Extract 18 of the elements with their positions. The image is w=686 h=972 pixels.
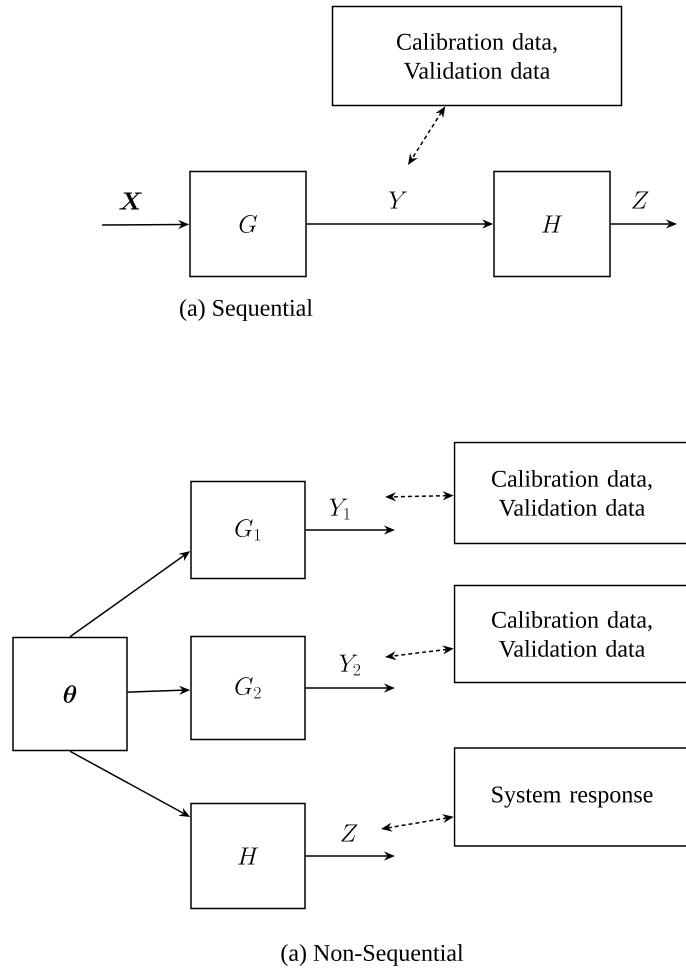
text-box: Calibration data, Validation data: [454, 442, 686, 544]
math-box: $G_2$: [190, 636, 306, 740]
edge-label: $Y_1$: [330, 498, 350, 520]
edge-label: $Z$: [341, 824, 358, 842]
math-box: $\boldsymbol{\theta}$: [12, 636, 128, 752]
edge-label: $Z$: [632, 192, 648, 208]
text-box: Calibration data, Validation data: [332, 6, 622, 106]
text-box: Calibration data, Validation data: [454, 584, 686, 684]
text-box: System response: [454, 747, 686, 847]
math-box: $G_1$: [190, 480, 306, 580]
caption: (a) Sequential: [180, 299, 312, 321]
math-box: $G$: [189, 170, 307, 278]
caption: (a) Non-Sequential: [281, 944, 464, 966]
edge-label: $Y$: [389, 192, 407, 208]
edge-label: $Y_2$: [340, 654, 360, 676]
math-box: $H$: [190, 802, 306, 910]
math-box: $H$: [493, 170, 611, 278]
edge-label: $\boldsymbol{X}$: [119, 192, 142, 210]
